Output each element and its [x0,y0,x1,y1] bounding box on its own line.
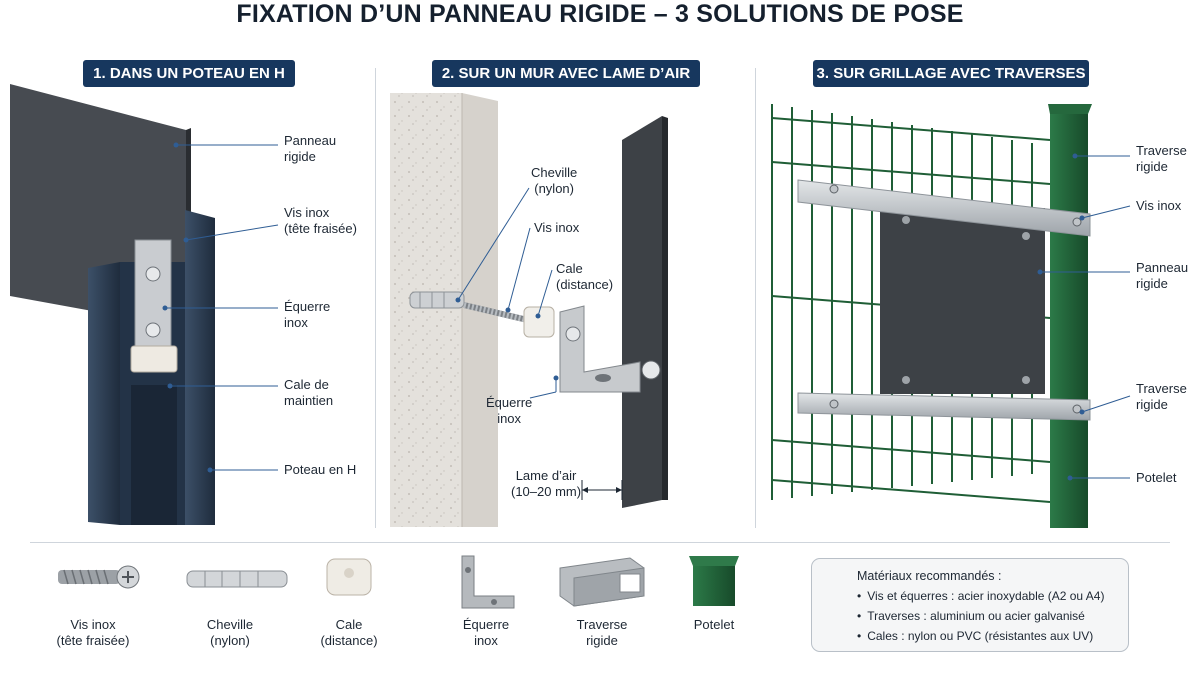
info-item: Vis et équerres : acier inoxydable (A2 o… [857,589,1104,603]
rail-icon [559,557,645,607]
screw-icon [58,565,140,589]
material-wall-plug-label: Cheville(nylon) [206,617,254,648]
spacer-block [130,345,178,373]
fence-post [1050,108,1088,528]
material-screw-label: Vis inox(tête fraisée) [56,617,130,648]
label-screw: Vis inox [534,220,580,235]
material-spacer-label: Cale(distance) [320,617,378,648]
label-spacer: Cale(distance) [556,261,614,292]
wall-face [390,93,462,527]
section-2-heading: 2. SUR UN MUR AVEC LAME D’AIR [432,60,700,87]
section-3-heading: 3. SUR GRILLAGE AVEC TRAVERSES [813,60,1089,87]
separator [30,542,1170,543]
separator [375,68,376,528]
spacer-icon [326,558,372,596]
recommended-materials-box: Matériaux recommandés : Vis et équerres … [811,558,1129,652]
upper-rail [797,179,1091,237]
label-post: Potelet [1136,470,1177,485]
h-post-right-flange [185,210,215,525]
wall-plug [409,291,465,309]
page-title: FIXATION D’UN PANNEAU RIGIDE – 3 SOLUTIO… [236,0,964,28]
info-item: Cales : nylon ou PVC (résistantes aux UV… [857,629,1093,643]
separator [755,68,756,528]
h-post-scene [10,84,279,525]
rigid-panel [880,208,1045,394]
lower-rail [797,392,1091,421]
rigid-panel [622,116,662,508]
bracket [134,239,172,359]
bracket [559,305,641,393]
info-item: Traverses : aluminium ou acier galvanisé [857,609,1085,623]
info-title: Matériaux recommandés : [857,569,1002,583]
section-1-heading: 1. DANS UN POTEAU EN H [83,60,295,87]
label-screw: Vis inox(tête fraisée) [284,205,357,236]
label-screw: Vis inox [1136,198,1182,213]
label-air-gap: Lame d’air(10–20 mm) [511,468,582,499]
wall-scene [390,93,668,527]
label-wall-plug: Cheville(nylon) [531,165,578,196]
fence-scene [771,104,1131,528]
wall-plug-icon [186,570,288,588]
bracket-icon [461,555,515,609]
post-icon [689,556,739,606]
h-post-left-flange [88,262,120,525]
label-h-post: Poteau en H [284,462,357,477]
material-post-label: Potelet [693,617,735,632]
spacer [523,306,555,338]
